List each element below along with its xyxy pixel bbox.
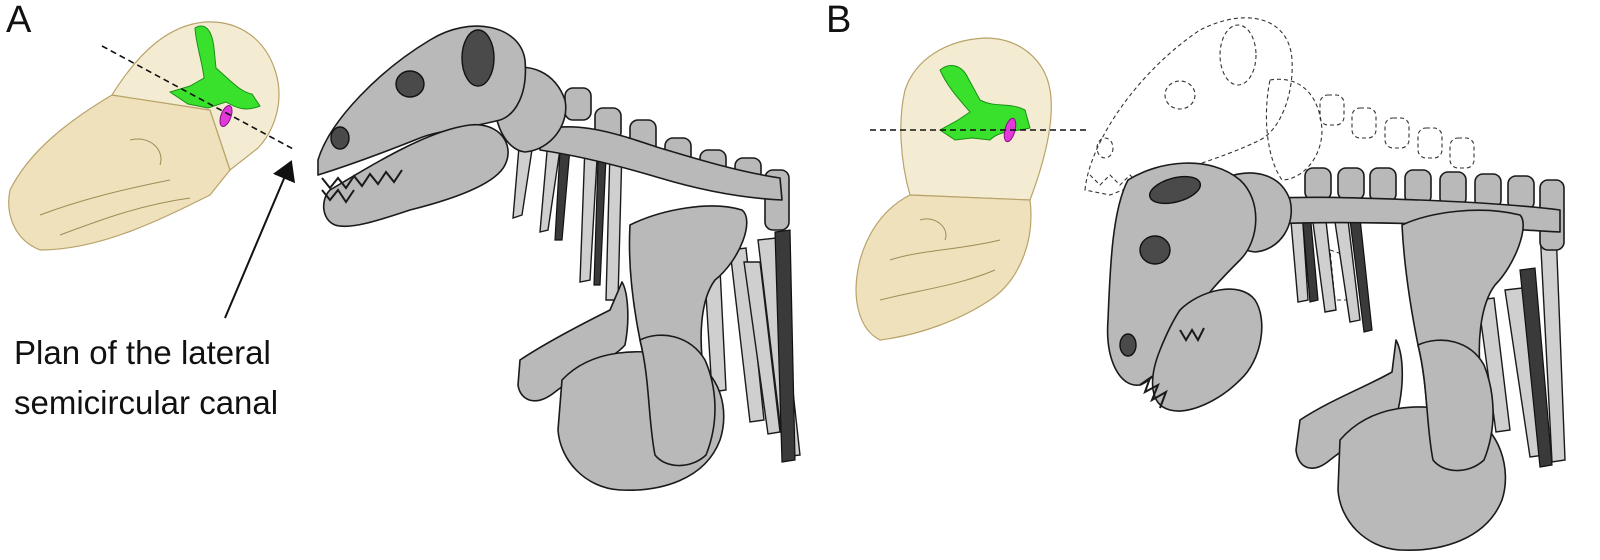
fossil-skull-a bbox=[8, 21, 280, 251]
vertebrae-a bbox=[539, 87, 790, 231]
annotation-line-1: Plan of the lateral bbox=[14, 334, 271, 371]
skeleton-b bbox=[1106, 162, 1566, 552]
annotation-arrow bbox=[224, 160, 296, 319]
annotation-line-2: semicircular canal bbox=[14, 384, 278, 421]
panel-b: B bbox=[826, 0, 1566, 552]
skeleton-a bbox=[317, 25, 801, 492]
panel-a: A Plan of the lateral semicircular canal bbox=[6, 0, 801, 492]
semicircular-canal-a bbox=[168, 25, 261, 127]
shoulder-girdle-b bbox=[1295, 209, 1524, 552]
shoulder-girdle-a bbox=[517, 205, 748, 492]
semicircular-canal-b bbox=[939, 65, 1031, 143]
canal-plane-line-a bbox=[101, 45, 296, 151]
panel-a-label: A bbox=[6, 0, 32, 41]
skull-b bbox=[1106, 162, 1263, 412]
panel-b-label: B bbox=[826, 0, 851, 41]
skull-a bbox=[317, 25, 527, 228]
